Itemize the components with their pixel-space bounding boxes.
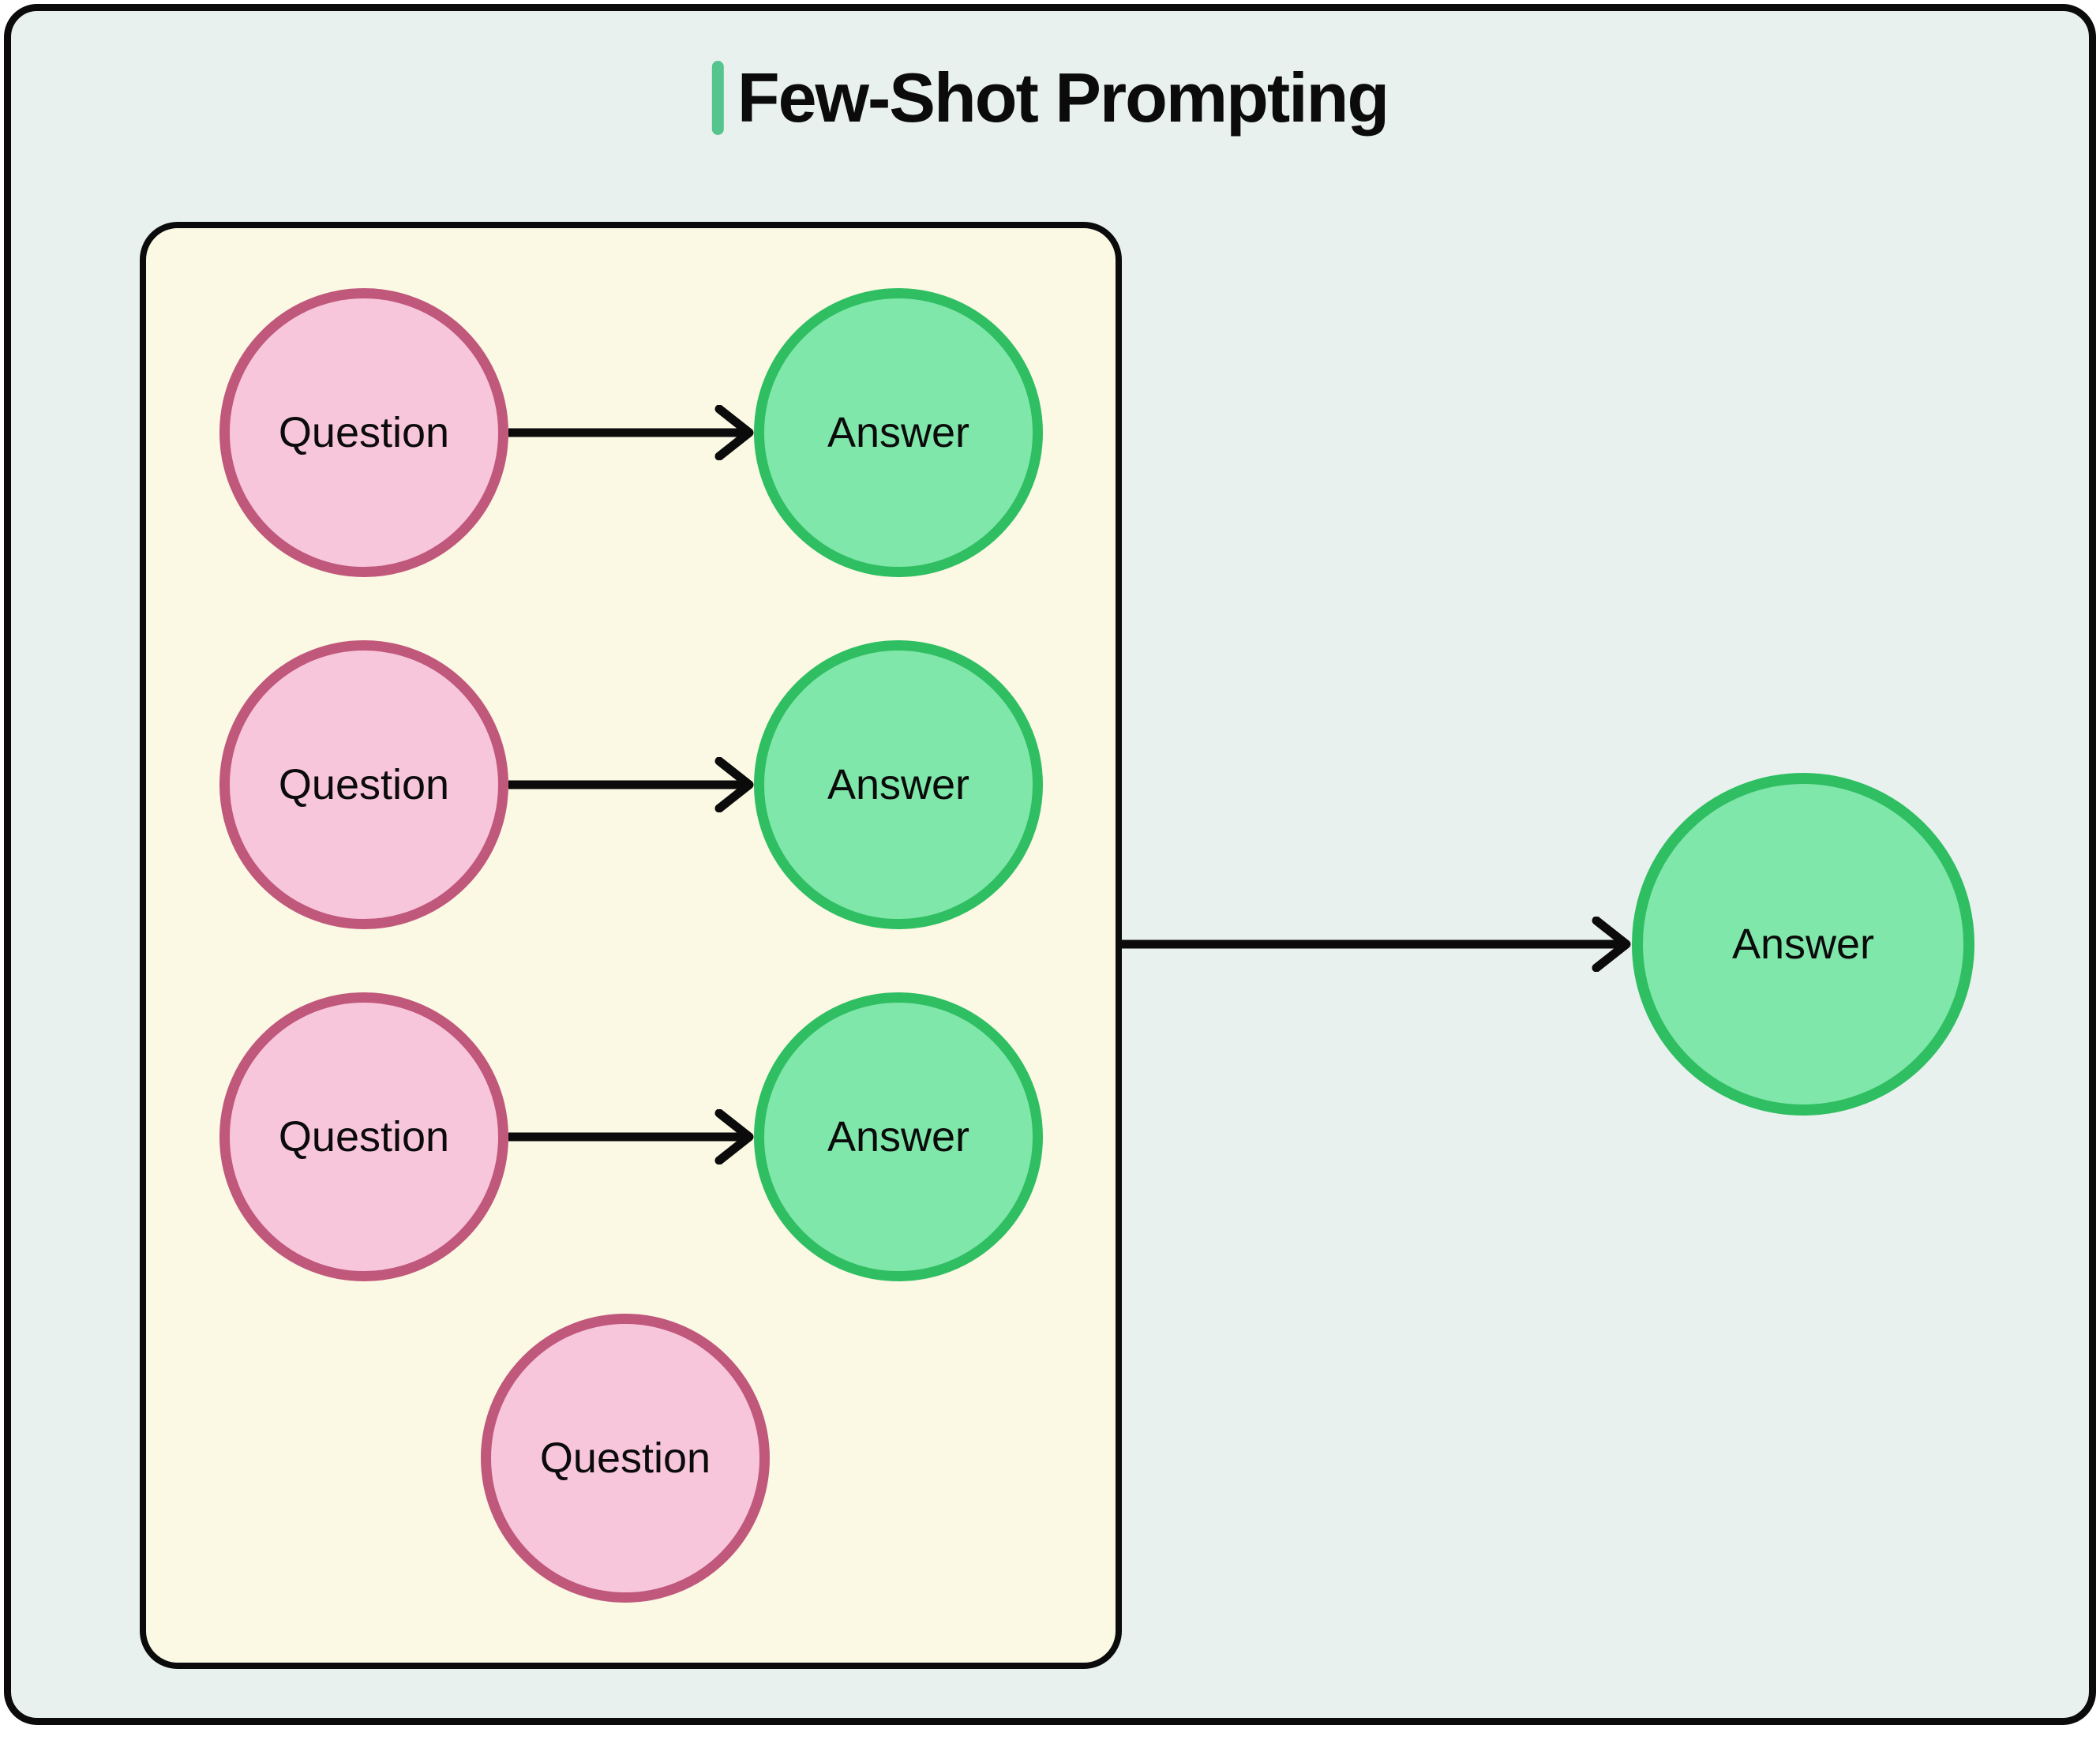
page-title: Few-Shot Prompting bbox=[737, 58, 1389, 137]
title-block: Few-Shot Prompting bbox=[711, 58, 1389, 137]
question-node-3-label: Question bbox=[278, 1113, 450, 1161]
answer-node-1-label: Answer bbox=[827, 409, 970, 456]
title-accent-bar bbox=[711, 61, 724, 135]
answer-node-3-label: Answer bbox=[827, 1113, 970, 1161]
pending-question-label: Question bbox=[539, 1434, 711, 1482]
question-node-1-label: Question bbox=[278, 409, 450, 456]
question-node-1: Question bbox=[219, 288, 508, 577]
answer-node-2: Answer bbox=[754, 640, 1043, 929]
final-answer-node: Answer bbox=[1632, 773, 1974, 1116]
question-node-2: Question bbox=[219, 640, 508, 929]
answer-node-3: Answer bbox=[754, 992, 1043, 1281]
diagram-canvas: Few-Shot Prompting Question Answer Quest… bbox=[4, 4, 2096, 1725]
pending-question-node: Question bbox=[481, 1314, 770, 1603]
question-node-2-label: Question bbox=[278, 761, 450, 808]
question-node-3: Question bbox=[219, 992, 508, 1281]
final-answer-label: Answer bbox=[1731, 921, 1875, 968]
answer-node-2-label: Answer bbox=[827, 761, 970, 808]
answer-node-1: Answer bbox=[754, 288, 1043, 577]
